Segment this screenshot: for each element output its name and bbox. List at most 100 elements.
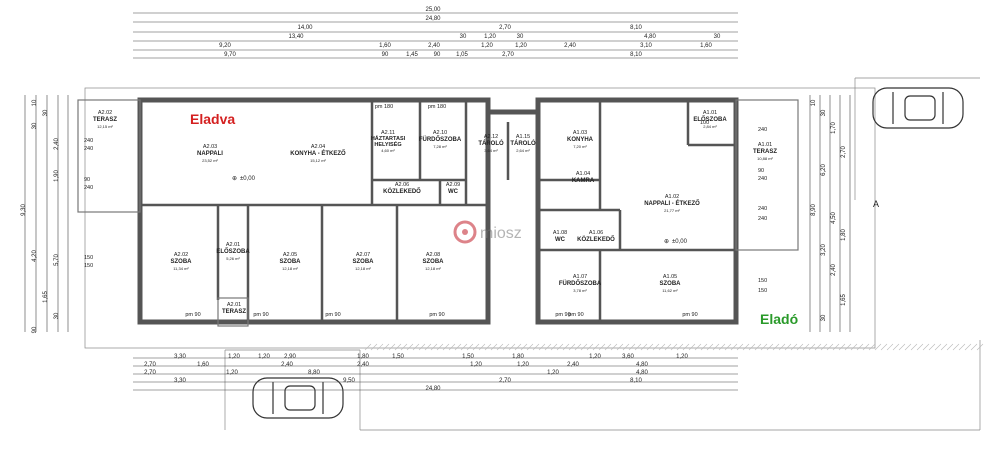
interior-walls bbox=[140, 100, 736, 322]
level-mark: ⊕±0,00 ⊕±0,00 bbox=[232, 176, 688, 245]
level-value: ±0,00 bbox=[672, 239, 688, 245]
dimension-label: 1,70 bbox=[831, 122, 837, 134]
room-area: 4,60 m² bbox=[381, 148, 395, 153]
room-name: NAPPALI bbox=[197, 151, 223, 157]
dimension-label: 4,80 bbox=[636, 370, 648, 376]
dimension-label: 2,40 bbox=[428, 43, 440, 49]
room-name: KÖZLEKEDŐ bbox=[383, 188, 421, 195]
room-code: A2.10 bbox=[433, 130, 447, 136]
dimension-label: 1,60 bbox=[700, 43, 712, 49]
dimension-label: 2,70 bbox=[499, 378, 511, 384]
dimension-label: 5,70 bbox=[54, 254, 60, 266]
dimension-label: 8,90 bbox=[811, 204, 817, 216]
room-code: A1.06 bbox=[589, 230, 603, 236]
dimension-label: 24,80 bbox=[425, 16, 441, 22]
room-code: A1.03 bbox=[573, 130, 587, 136]
room-name: TERASZ bbox=[753, 149, 777, 155]
room-name: KONYHA - ÉTKEZŐ bbox=[290, 149, 346, 157]
dimension-label: 2,70 bbox=[841, 146, 847, 158]
opening-label: pm 180 bbox=[428, 104, 446, 110]
dimension-label: 1,20 bbox=[676, 354, 688, 360]
dimension-label: 1,50 bbox=[392, 354, 404, 360]
window-dimension: 150 bbox=[758, 288, 767, 294]
room-code: A1.08 bbox=[553, 230, 567, 236]
room-name: FÜRDŐSZOBA bbox=[419, 136, 462, 143]
window-dimension: 90 bbox=[758, 168, 764, 174]
dimension-label: 6,20 bbox=[821, 164, 827, 176]
dimension-label: 2,70 bbox=[502, 52, 514, 58]
room-code: A2.06 bbox=[395, 182, 409, 188]
dimension-label: 1,20 bbox=[481, 43, 493, 49]
dimension-label: 10 bbox=[811, 99, 817, 106]
dimension-label: 2,70 bbox=[144, 362, 156, 368]
room-area: 12,18 m² bbox=[282, 266, 298, 271]
room-name: KONYHA bbox=[567, 137, 594, 143]
room-code: A1.15 bbox=[516, 134, 530, 140]
room-code: A2.02 bbox=[98, 110, 112, 116]
window-dimension: 100 bbox=[700, 120, 709, 126]
room-name: ELŐSZOBA bbox=[216, 248, 250, 255]
status-available-label: Eladó bbox=[760, 311, 798, 327]
room-area: 12,15 m² bbox=[97, 124, 113, 129]
room-code: A1.02 bbox=[665, 194, 679, 200]
dimension-label: 1,20 bbox=[515, 43, 527, 49]
room-name: NAPPALI - ÉTKEZŐ bbox=[644, 199, 700, 207]
room-area: 5,26 m² bbox=[226, 256, 240, 261]
room-code: A2.02 bbox=[174, 252, 188, 258]
room-area: 12,18 m² bbox=[425, 266, 441, 271]
opening-label: pm 90 bbox=[568, 312, 583, 318]
room-code: A2.01 bbox=[227, 302, 241, 308]
dimension-label: 1,80 bbox=[841, 229, 847, 241]
room-name: TÁROLÓ bbox=[510, 139, 536, 147]
room-name: SZOBA bbox=[660, 281, 682, 287]
room-code: A1.05 bbox=[663, 274, 677, 280]
room-code: A2.07 bbox=[356, 252, 370, 258]
room-code: A1.07 bbox=[573, 274, 587, 280]
room-area: 15,12 m² bbox=[310, 158, 326, 163]
room-code: A1.01 bbox=[703, 110, 717, 116]
dimension-label: 8,10 bbox=[630, 52, 642, 58]
window-dimension: 150 bbox=[758, 278, 767, 284]
dimension-label: 1,05 bbox=[456, 52, 468, 58]
dimension-label: 1,60 bbox=[197, 362, 209, 368]
window-dimension: 240 bbox=[758, 206, 767, 212]
status-sold-label: Eladva bbox=[190, 111, 235, 127]
dimension-label: 1,20 bbox=[484, 34, 496, 40]
dimension-label: 2,40 bbox=[831, 264, 837, 276]
room-name: FÜRDŐSZOBA bbox=[559, 280, 602, 287]
car-icon bbox=[252, 377, 344, 419]
dimension-label: 1,60 bbox=[379, 43, 391, 49]
hatched-strip bbox=[364, 343, 984, 351]
dimension-label: 3,30 bbox=[174, 378, 186, 384]
dimension-label: 1,50 bbox=[462, 354, 474, 360]
dimension-label: 1,80 bbox=[512, 354, 524, 360]
dimension-label: 30 bbox=[714, 34, 721, 40]
dimension-label: 13,40 bbox=[288, 34, 304, 40]
room-name: SZOBA bbox=[280, 259, 302, 265]
dimension-label: 9,20 bbox=[219, 43, 231, 49]
dimension-label: 10 bbox=[32, 99, 38, 106]
room-code: A1.01 bbox=[758, 142, 772, 148]
dimension-label: 24,80 bbox=[425, 386, 441, 392]
room-name: SZOBA bbox=[423, 259, 445, 265]
opening-label: pm 90 bbox=[185, 312, 200, 318]
room-area: 3,64 m² bbox=[484, 148, 498, 153]
dimension-label: 30 bbox=[54, 312, 60, 319]
watermark-logo: miosz bbox=[453, 220, 522, 244]
dimension-label: 2,40 bbox=[564, 43, 576, 49]
dimension-label: 1,20 bbox=[517, 362, 529, 368]
dimension-label: 1,65 bbox=[841, 294, 847, 306]
dimension-label: 1,65 bbox=[43, 291, 49, 303]
dimension-label: 3,10 bbox=[640, 43, 652, 49]
dimension-label: 4,80 bbox=[636, 362, 648, 368]
